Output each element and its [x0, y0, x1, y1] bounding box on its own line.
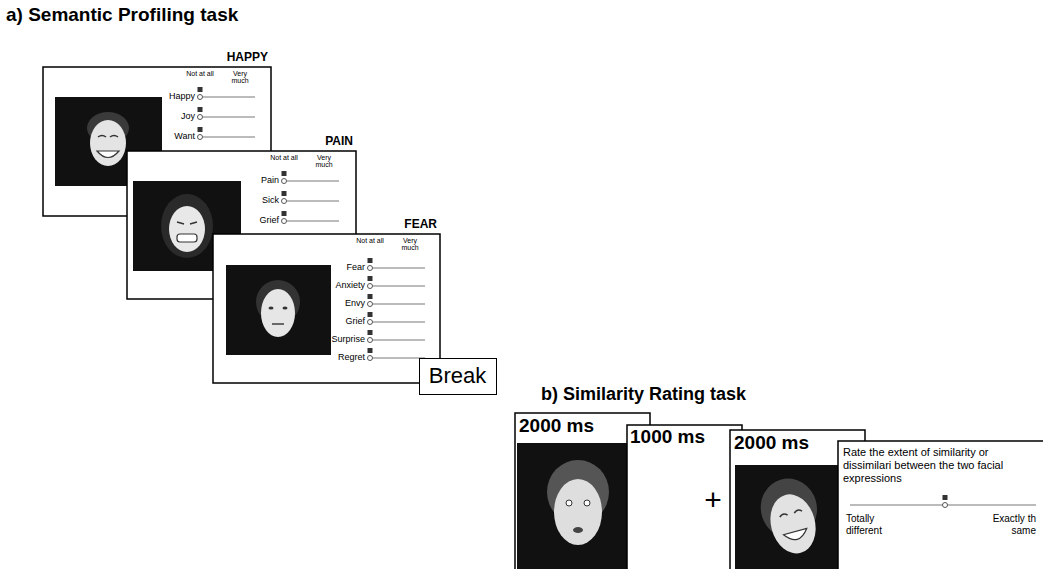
rating-screen: PAINNot at allVery muchPainSickGrief: [127, 151, 356, 299]
screen-heading: HAPPY: [43, 50, 268, 64]
duration-label: 1000 ms: [630, 426, 728, 449]
scale-anchor: Very much: [228, 70, 252, 84]
rating-item: Envy: [303, 298, 365, 309]
duration-label: 2000 ms: [734, 432, 834, 455]
scale-anchor: Not at all: [270, 154, 298, 161]
duration-label: 2000 ms: [519, 415, 639, 438]
rating-item: Fear: [303, 262, 365, 273]
section-heading: a) Semantic Profiling task: [6, 4, 238, 26]
scale-anchor: Very much: [312, 154, 336, 168]
rating-item: Sick: [217, 195, 279, 206]
scale-anchor: Not at all: [186, 70, 214, 77]
rating-item: Regret: [303, 352, 365, 363]
scale-anchor: Totally different: [846, 513, 896, 536]
section-heading: b) Similarity Rating task: [541, 384, 746, 405]
scale-anchor: Exactly th same: [978, 513, 1036, 536]
rating-screen: FEARNot at allVery muchFearAnxietyEnvyGr…: [213, 234, 440, 383]
rating-item: Pain: [217, 175, 279, 186]
screen-heading: FEAR: [213, 217, 437, 231]
rating-screen: HAPPYNot at allVery muchHappyJoyWant: [43, 67, 271, 216]
instruction-text: Rate the extent of similarity or dissimi…: [843, 446, 1035, 486]
scale-anchor: Not at all: [356, 237, 384, 244]
break-text: Break: [420, 363, 495, 389]
stimulus-screen: 2000 ms: [515, 413, 650, 569]
rating-item: Grief: [217, 215, 279, 226]
rating-item: Happy: [133, 91, 195, 102]
rating-item: Joy: [133, 111, 195, 122]
rating-item: Surprise: [303, 334, 365, 345]
rating-item: Grief: [303, 316, 365, 327]
fixation-screen: 1000 ms +: [627, 425, 730, 569]
break-box: Break: [419, 358, 497, 395]
screen-heading: PAIN: [127, 134, 353, 148]
rating-screen: Rate the extent of similarity or dissimi…: [838, 441, 1043, 569]
rating-item: Want: [133, 131, 195, 142]
rating-item: Anxiety: [303, 280, 365, 291]
stimulus-screen: 2000 ms: [730, 430, 838, 569]
scale-anchor: Very much: [398, 237, 422, 251]
fixation-cross: +: [699, 485, 727, 515]
